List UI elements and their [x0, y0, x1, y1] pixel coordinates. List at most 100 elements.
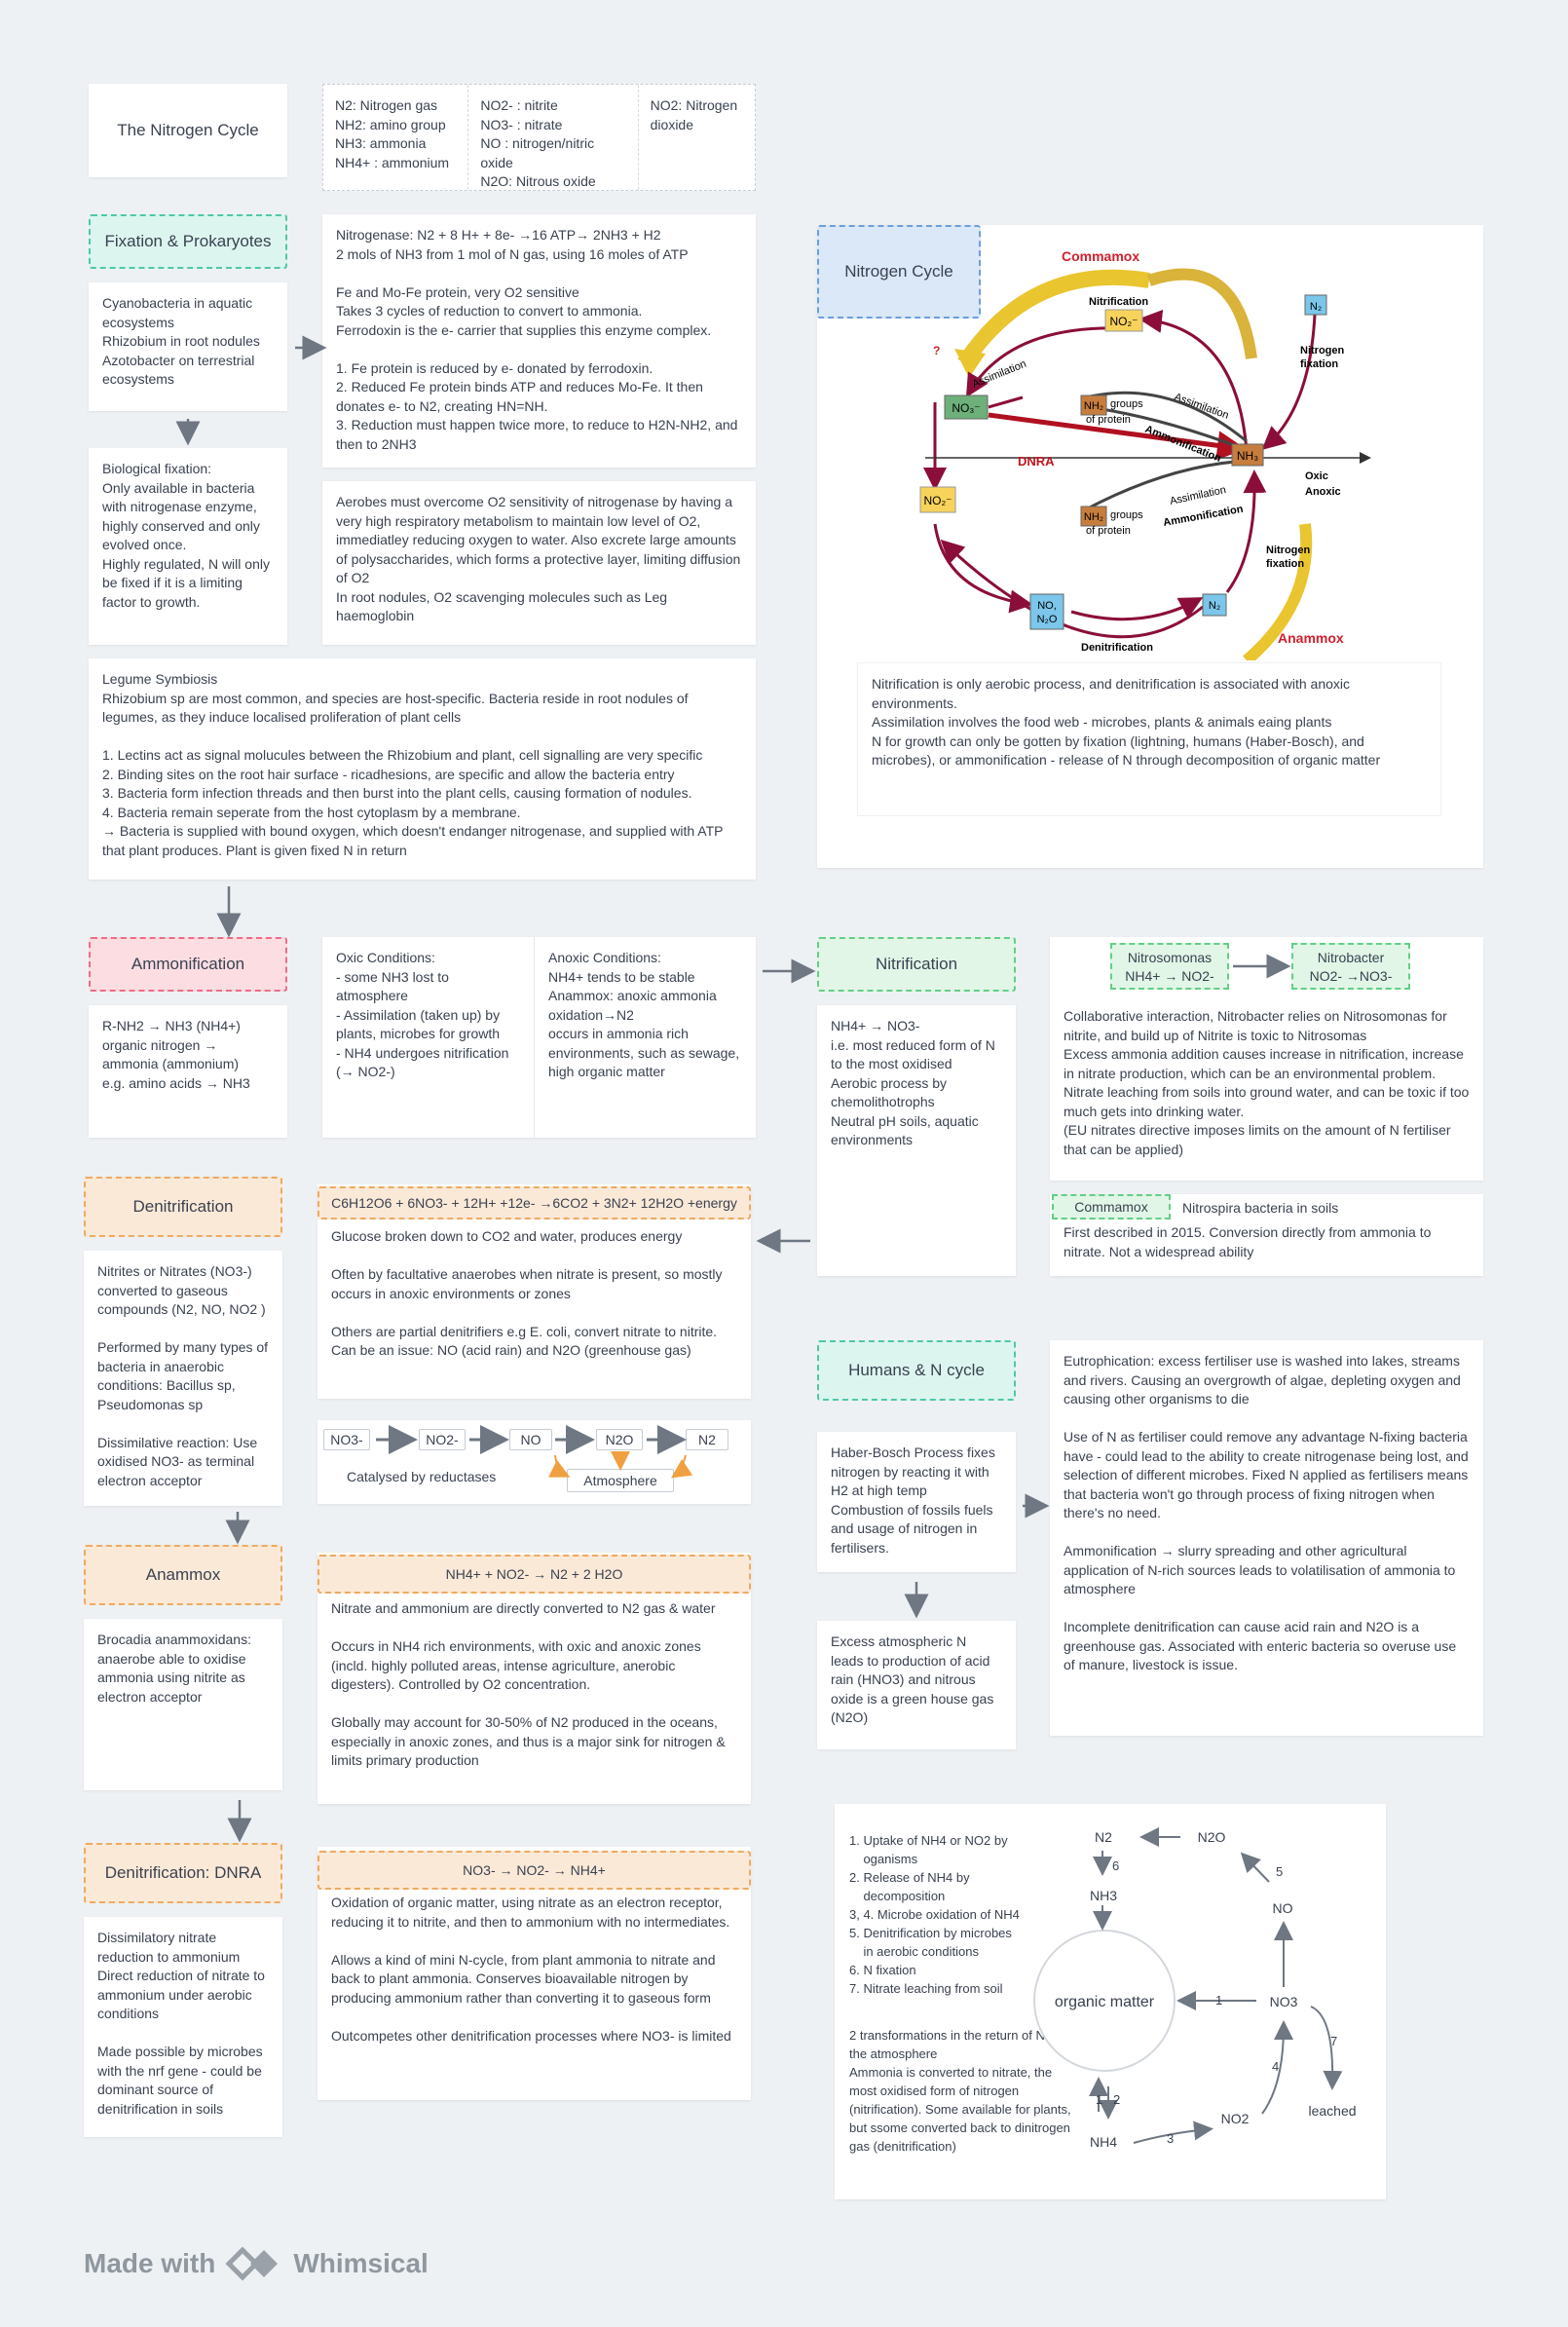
- biological-fixation: Biological fixation: Only available in b…: [89, 448, 287, 645]
- dnra-equation: NO3- → NO2- → NH4+: [317, 1851, 751, 1890]
- node-nh3: NH₃: [1237, 449, 1258, 463]
- nitrification-collab: Collaborative interaction, Nitrobacter r…: [1064, 1008, 1470, 1157]
- node-n2-top: N₂: [1310, 301, 1322, 313]
- legend-col-3: NO2: Nitrogen dioxide: [650, 97, 738, 132]
- humans-text: Eutrophication: excess fertiliser use is…: [1050, 1340, 1483, 1736]
- step-5: 5: [1276, 1864, 1283, 1879]
- nitrobacter-box: Nitrobacter NO2- →NO3-: [1291, 943, 1410, 990]
- label-nitrification: Nitrification: [1089, 296, 1148, 308]
- summary-node-no: NO: [1273, 1900, 1293, 1916]
- nitrogen-cycle-header: Nitrogen Cycle: [817, 225, 981, 319]
- ammonification-header: Ammonification: [89, 937, 287, 992]
- summary-node-no3: NO3: [1270, 1994, 1298, 2009]
- node-nh2-top: NH₂: [1084, 400, 1103, 412]
- chain-n2: N2: [686, 1429, 728, 1450]
- summary-node-no2: NO2: [1221, 2111, 1250, 2126]
- fixation-header: Fixation & Prokaryotes: [89, 214, 287, 269]
- denitrification-header: Denitrification: [84, 1177, 282, 1237]
- chain-no3: NO3-: [323, 1429, 370, 1450]
- nitrogen-cycle-diagram: NO₂⁻ NO₃⁻ NH₃ N₂ NO₂⁻ NO, N₂O N₂ NH₂ gro…: [919, 248, 1371, 660]
- commamox-text: First described in 2015. Conversion dire…: [1064, 1224, 1432, 1259]
- legend-col-1: N2: Nitrogen gas NH2: amino group NH3: a…: [323, 85, 469, 190]
- commamox-arc: [957, 269, 1151, 368]
- organic-matter-label: organic matter: [1055, 1994, 1155, 2010]
- abbreviation-legend: N2: Nitrogen gas NH2: amino group NH3: a…: [322, 84, 756, 191]
- step-7: 7: [1330, 2034, 1337, 2048]
- page-title: The Nitrogen Cycle: [89, 84, 287, 177]
- chain-no: NO: [509, 1429, 552, 1450]
- anammox-arc: [1243, 523, 1313, 660]
- label-nitrogen-top: Nitrogen: [1300, 345, 1345, 357]
- label-fixation-bottom: fixation: [1266, 558, 1304, 570]
- chain-no2: NO2-: [419, 1429, 466, 1450]
- ammonification-conditions: Oxic Conditions: - some NH3 lost to atmo…: [322, 937, 756, 1138]
- denitrification-detail-panel: [317, 1184, 751, 1399]
- dnra-header: Denitrification: DNRA: [84, 1843, 282, 1903]
- nh2-protein-top: of protein: [1086, 414, 1131, 426]
- label-oxic: Oxic: [1305, 470, 1328, 482]
- nitrification-text: NH4+ → NO3- i.e. most reduced form of N …: [817, 1005, 1016, 1276]
- step-3: 3: [1167, 2131, 1174, 2146]
- summary-node-nh3: NH3: [1090, 1888, 1117, 1903]
- label-anammox: Anammox: [1278, 630, 1344, 646]
- step-2: 2: [1113, 2092, 1120, 2107]
- footer-made-with: Made with: [84, 2248, 216, 2278]
- organic-matter-circle: [1033, 1930, 1176, 2072]
- anammox-detail-panel: [317, 1553, 751, 1804]
- whimsical-logo-icon: [225, 2246, 279, 2281]
- node-nh2-bottom: NH₂: [1084, 511, 1103, 523]
- summary-node-leached: leached: [1308, 2103, 1356, 2119]
- anammox-text: Brocadia anammoxidans: anaerobe able to …: [84, 1619, 282, 1790]
- dnra-details: Oxidation of organic matter, using nitra…: [331, 1895, 731, 2044]
- step-4: 4: [1272, 2059, 1279, 2074]
- summary-note: 2 transformations in the return of N to …: [849, 2028, 1071, 2154]
- footer-brand: Whimsical: [293, 2248, 429, 2278]
- label-denitrification: Denitrification: [1081, 642, 1153, 654]
- summary-list: 1. Uptake of NH4 or NO2 by oganisms 2. R…: [849, 1833, 1020, 1996]
- node-no2-bottom: NO₂⁻: [924, 494, 952, 507]
- nitrogen-cycle-notes: Nitrification is only aerobic process, a…: [857, 662, 1441, 816]
- chain-n2o: N2O: [596, 1429, 643, 1450]
- denitrification-equation: C6H12O6 + 6NO3- + 12H+ +12e- →6CO2 + 3N2…: [317, 1186, 751, 1220]
- denitrification-details: Glucose broken down to CO2 and water, pr…: [331, 1228, 723, 1358]
- anoxic-conditions: Anoxic Conditions: NH4+ tends to be stab…: [548, 950, 740, 1079]
- label-question: ?: [933, 344, 940, 357]
- denitrification-text: Nitrites or Nitrates (NO3-) converted to…: [84, 1251, 282, 1506]
- excess-nitrogen-text: Excess atmospheric N leads to production…: [817, 1621, 1016, 1749]
- fixation-organisms: Cyanobacteria in aquatic ecosystems Rhiz…: [89, 282, 287, 411]
- nitrification-header: Nitrification: [817, 937, 1016, 992]
- label-nitrogen-bottom: Nitrogen: [1266, 544, 1311, 556]
- legend-col-2: NO2- : nitrite NO3- : nitrate NO : nitro…: [468, 85, 639, 190]
- haber-bosch-text: Haber-Bosch Process fixes nitrogen by re…: [817, 1432, 1016, 1572]
- aerobes-text: Aerobes must overcome O2 sensitivity of …: [322, 481, 756, 645]
- commamox-title: Nitrospira bacteria in soils: [1182, 1200, 1339, 1216]
- label-dnra: DNRA: [1018, 454, 1055, 469]
- label-fixation-top: fixation: [1300, 358, 1338, 370]
- nitrosomonas-box: Nitrosomonas NH4+ → NO2-: [1110, 943, 1229, 990]
- ammonification-text: R-NH2 → NH3 (NH4+) organic nitrogen → am…: [89, 1005, 287, 1138]
- node-n2-bottom: N₂: [1209, 600, 1220, 612]
- anammox-header: Anammox: [84, 1545, 282, 1605]
- step-6: 6: [1112, 1858, 1119, 1873]
- anammox-details: Nitrate and ammonium are directly conver…: [331, 1600, 726, 1768]
- legume-symbiosis: Legume Symbiosis Rhizobium sp are most c…: [89, 658, 756, 880]
- node-no3: NO₃⁻: [952, 401, 980, 415]
- summary-node-nh4: NH4: [1090, 2134, 1117, 2150]
- node-no: NO,: [1037, 600, 1057, 612]
- node-no2-top: NO₂⁻: [1110, 315, 1139, 328]
- oxic-conditions: Oxic Conditions: - some NH3 lost to atmo…: [322, 937, 535, 1138]
- label-commamox: Commamox: [1062, 248, 1139, 264]
- node-n2o: N₂O: [1037, 614, 1058, 625]
- step-1-nh4: 1: [1096, 2092, 1102, 2107]
- commamox-tag: Commamox: [1052, 1194, 1171, 1220]
- nh2-groups-top: groups: [1110, 398, 1143, 410]
- summary-node-n2: N2: [1095, 1829, 1112, 1845]
- humans-header: Humans & N cycle: [817, 1340, 1016, 1401]
- summary-node-n2o: N2O: [1198, 1829, 1226, 1845]
- dnra-text: Dissimilatory nitrate reduction to ammon…: [84, 1917, 282, 2137]
- footer: Made with Whimsical: [84, 2246, 429, 2281]
- label-anoxic: Anoxic: [1305, 486, 1341, 498]
- nh2-groups-bottom: groups: [1110, 509, 1143, 521]
- nh2-protein-bottom: of protein: [1086, 525, 1131, 537]
